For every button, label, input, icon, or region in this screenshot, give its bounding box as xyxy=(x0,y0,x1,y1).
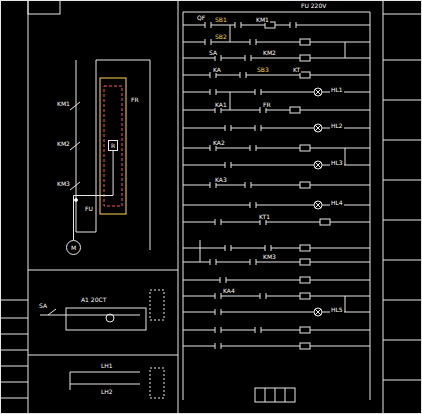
part-label: HL4 xyxy=(330,199,344,206)
part-label: FU 220V xyxy=(300,2,327,9)
motor-symbol: M xyxy=(66,240,81,255)
part-label: KA1 xyxy=(214,101,228,108)
part-label: SA xyxy=(208,49,218,56)
part-label: KA4 xyxy=(222,287,236,294)
part-label: HL5 xyxy=(330,306,344,313)
part-label: KT xyxy=(292,66,301,73)
part-label: SA xyxy=(38,302,48,309)
node-text: R xyxy=(111,142,115,149)
part-label: SB3 xyxy=(256,66,270,73)
part-label: HL1 xyxy=(330,86,344,93)
part-label: LH1 xyxy=(100,362,114,369)
part-label: HL2 xyxy=(330,122,344,129)
part-label: A1 20CT xyxy=(80,296,107,303)
node-text: M xyxy=(71,244,76,251)
resistor-box: R xyxy=(108,140,118,151)
part-label: KM2 xyxy=(262,49,277,56)
part-label: KA2 xyxy=(212,139,226,146)
part-label: KM3 xyxy=(56,180,71,187)
wire-connector xyxy=(74,151,114,240)
part-label: FU xyxy=(84,205,94,212)
part-label: KA3 xyxy=(214,176,228,183)
part-label: KM2 xyxy=(56,140,71,147)
part-label: SB1 xyxy=(214,16,228,23)
part-label: LH2 xyxy=(100,388,114,395)
part-label: FR xyxy=(130,96,140,103)
part-label: KT1 xyxy=(258,213,271,220)
part-label: KM1 xyxy=(255,16,270,23)
part-label: FR xyxy=(262,101,272,108)
part-label: KM3 xyxy=(262,253,277,260)
part-label: QF xyxy=(196,14,206,21)
part-label: SB2 xyxy=(214,33,228,40)
part-label: HL3 xyxy=(330,159,344,166)
part-label: KA xyxy=(212,66,222,73)
part-label: KM1 xyxy=(56,100,71,107)
